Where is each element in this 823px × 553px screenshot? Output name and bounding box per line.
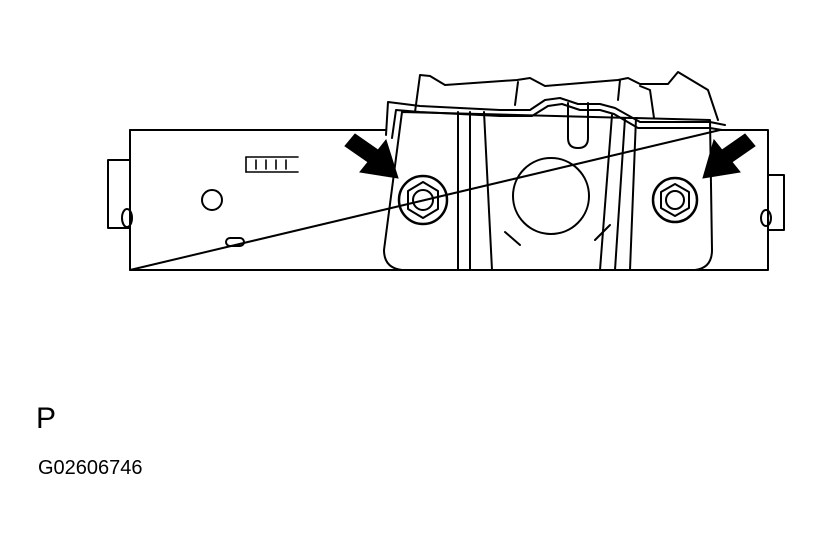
view-label: P: [36, 402, 57, 435]
left-mounting-bolt: [397, 174, 449, 226]
right-bolt-arrow: [702, 133, 756, 179]
oval-slot: [225, 237, 245, 247]
left-end-cap: [107, 159, 133, 229]
left-bolt-arrow: [344, 133, 399, 179]
upper-housing: [414, 71, 719, 121]
wire-rod: [385, 97, 726, 139]
figure-code: G02606746: [38, 457, 143, 479]
center-ribs: [457, 111, 637, 271]
housing-body: [129, 129, 769, 271]
small-hole: [201, 189, 223, 211]
bracket-plate: [383, 111, 713, 271]
center-boss: [504, 102, 611, 246]
right-mounting-bolt: [651, 176, 699, 224]
right-end-cap: [760, 174, 785, 231]
vent-slots: [245, 156, 299, 173]
